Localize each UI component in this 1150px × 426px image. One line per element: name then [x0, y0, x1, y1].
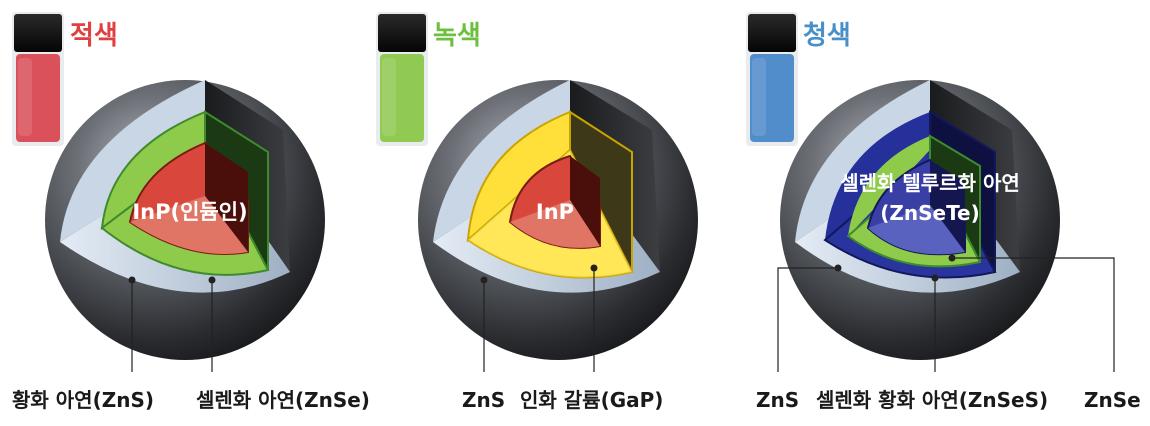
- panel-red: 적색 InP(인듐인) 황화 아연(Zn: [12, 12, 370, 412]
- label-znse-blue: ZnSe: [1084, 388, 1141, 412]
- vial-blue: [746, 12, 798, 146]
- vial-green: [376, 12, 428, 146]
- panel-title-red: 적색: [70, 21, 118, 51]
- core-label-green: InP: [536, 200, 574, 224]
- label-znse-red: 셀렌화 아연(ZnSe): [196, 388, 370, 412]
- core-label-blue-line2: (ZnSeTe): [880, 201, 980, 225]
- sphere-green: [418, 80, 698, 360]
- label-gap-green: 인화 갈륨(GaP): [520, 388, 663, 412]
- panel-title-blue: 청색: [803, 21, 851, 51]
- panel-blue: 청색 셀렌화 텔루르화 아연 (ZnSeTe): [746, 12, 1141, 412]
- label-zns-blue: ZnS: [756, 388, 799, 412]
- panel-green: 녹색 InP ZnS 인화 갈륨(GaP): [376, 12, 698, 412]
- sphere-red: [45, 80, 325, 360]
- sphere-blue: [780, 80, 1060, 360]
- label-zns-red: 황화 아연(ZnS): [12, 388, 154, 412]
- label-znses-blue: 셀렌화 황화 아연(ZnSeS): [816, 388, 1048, 412]
- panel-title-green: 녹색: [433, 21, 481, 51]
- core-label-blue-line1: 셀렌화 텔루르화 아연: [840, 171, 1020, 195]
- leaders-green: [480, 264, 598, 372]
- vial-red: [12, 12, 64, 146]
- label-zns-green: ZnS: [462, 388, 505, 412]
- leaders-blue: [777, 254, 1115, 372]
- leaders-red: [128, 276, 216, 372]
- core-label-red: InP(인듐인): [132, 200, 247, 224]
